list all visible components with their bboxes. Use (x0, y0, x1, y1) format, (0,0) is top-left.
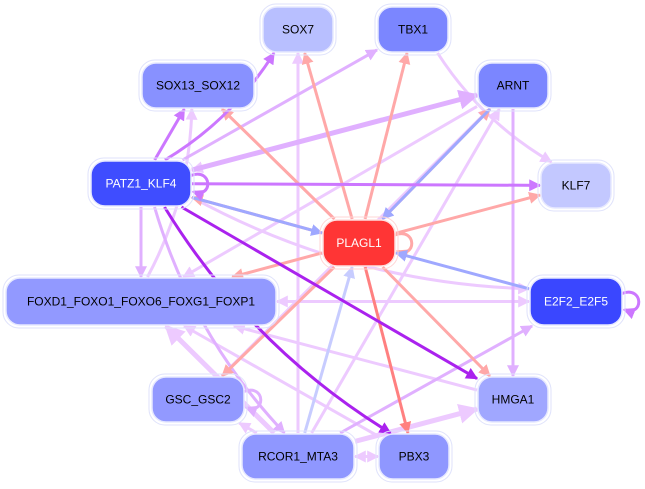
node-label: PBX3 (399, 450, 430, 464)
edge-patz1-klf4-to-arnt (191, 89, 479, 173)
edge-patz1-klf4-to-klf7 (191, 179, 542, 192)
node-label: FOXD1_FOXO1_FOXO6_FOXG1_FOXP1 (27, 295, 255, 309)
edge-rcor1-mta3-to-arnt (310, 107, 501, 434)
edge-e2f2-e2f5-to-plagl1 (394, 249, 530, 291)
edge-plagl1-to-tbx1 (363, 51, 411, 220)
node-label: PATZ1_KLF4 (106, 177, 177, 191)
edge-arnt-to-plagl1 (381, 107, 492, 221)
edge-gsc-gsc2-to-gsc-gsc2 (243, 388, 263, 418)
node-label: PLAGL1 (336, 236, 382, 250)
edge-plagl1-to-sox13-sox12 (220, 107, 336, 221)
edge-plagl1-to-hmga1 (381, 265, 491, 378)
edge-patz1-klf4-to-plagl1 (191, 195, 324, 236)
edge-rcor1-mta3-to-e2f2-e2f5 (339, 324, 534, 435)
edge-plagl1-to-foxd1-foxo1-foxo6-foxg1-foxp1 (231, 251, 323, 280)
node-label: SOX7 (282, 23, 314, 37)
node-hmga1[interactable]: HMGA1 (474, 373, 552, 426)
edge-patz1-klf4-to-tbx1 (181, 48, 379, 162)
edge-plagl1-to-pbx3 (363, 266, 412, 435)
node-label: TBX1 (398, 23, 428, 37)
edge-patz1-klf4-to-sox13-sox12 (153, 107, 186, 161)
node-pbx3[interactable]: PBX3 (375, 430, 453, 483)
nodes-layer: SOX7 TBX1 SOX13_SOX12 ARNT PATZ1_KLF4 KL… (2, 3, 626, 483)
node-rcor1-mta3[interactable]: RCOR1_MTA3 (238, 430, 358, 483)
edge-patz1-klf4-to-patz1-klf4 (190, 172, 210, 202)
edge-rcor1-mta3-to-plagl1 (303, 265, 355, 434)
edge-arnt-to-foxd1-foxo1-foxo6-foxg1-foxp1 (182, 105, 478, 279)
node-label: ARNT (497, 79, 530, 93)
node-gsc-gsc2[interactable]: GSC_GSC2 (148, 373, 248, 426)
edge-patz1-klf4-to-pbx3 (163, 206, 392, 435)
edge-e2f2-e2f5-to-e2f2-e2f5 (621, 290, 641, 320)
node-label: E2F2_E2F5 (544, 295, 608, 309)
node-plagl1[interactable]: PLAGL1 (319, 216, 399, 270)
node-sox7[interactable]: SOX7 (259, 3, 337, 56)
node-label: RCOR1_MTA3 (258, 450, 338, 464)
node-sox13-sox12[interactable]: SOX13_SOX12 (138, 59, 258, 112)
node-e2f2-e2f5[interactable]: E2F2_E2F5 (526, 274, 626, 329)
node-arnt[interactable]: ARNT (474, 59, 552, 112)
edge-plagl1-to-sox7 (301, 51, 354, 220)
node-label: KLF7 (562, 179, 591, 193)
node-label: SOX13_SOX12 (156, 79, 240, 93)
node-tbx1[interactable]: TBX1 (374, 3, 452, 56)
node-klf7[interactable]: KLF7 (537, 159, 615, 212)
edge-patz1-klf4-to-hmga1 (180, 205, 479, 380)
node-label: GSC_GSC2 (165, 393, 231, 407)
node-patz1-klf4[interactable]: PATZ1_KLF4 (87, 157, 195, 210)
node-foxd1-foxo1-foxo6-foxg1-foxp1[interactable]: FOXD1_FOXO1_FOXO6_FOXG1_FOXP1 (2, 274, 280, 329)
edge-patz1-klf4-to-sox7 (164, 51, 276, 162)
edge-plagl1-to-klf7 (395, 192, 542, 235)
node-label: HMGA1 (492, 393, 535, 407)
